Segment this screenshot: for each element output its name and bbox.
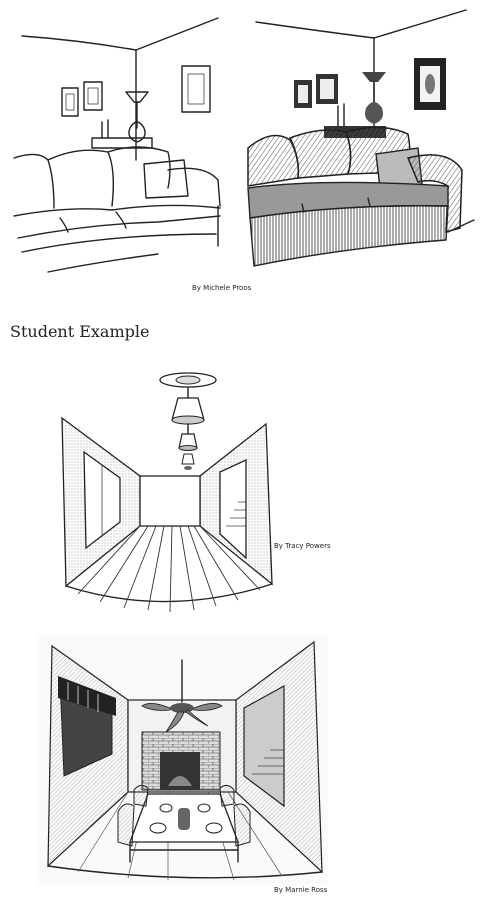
caption-hallway: By Tracy Powers [274, 542, 331, 550]
caption-sofa: By Michele Proos [192, 284, 252, 292]
sofa-shaded-drawing [242, 8, 478, 278]
caption-dining-room: By Marnie Ross [274, 886, 328, 894]
section-heading: Student Example [10, 322, 150, 341]
dining-room-drawing [38, 636, 328, 884]
sofa-line-drawing [8, 10, 240, 282]
hallway-drawing [56, 368, 282, 624]
